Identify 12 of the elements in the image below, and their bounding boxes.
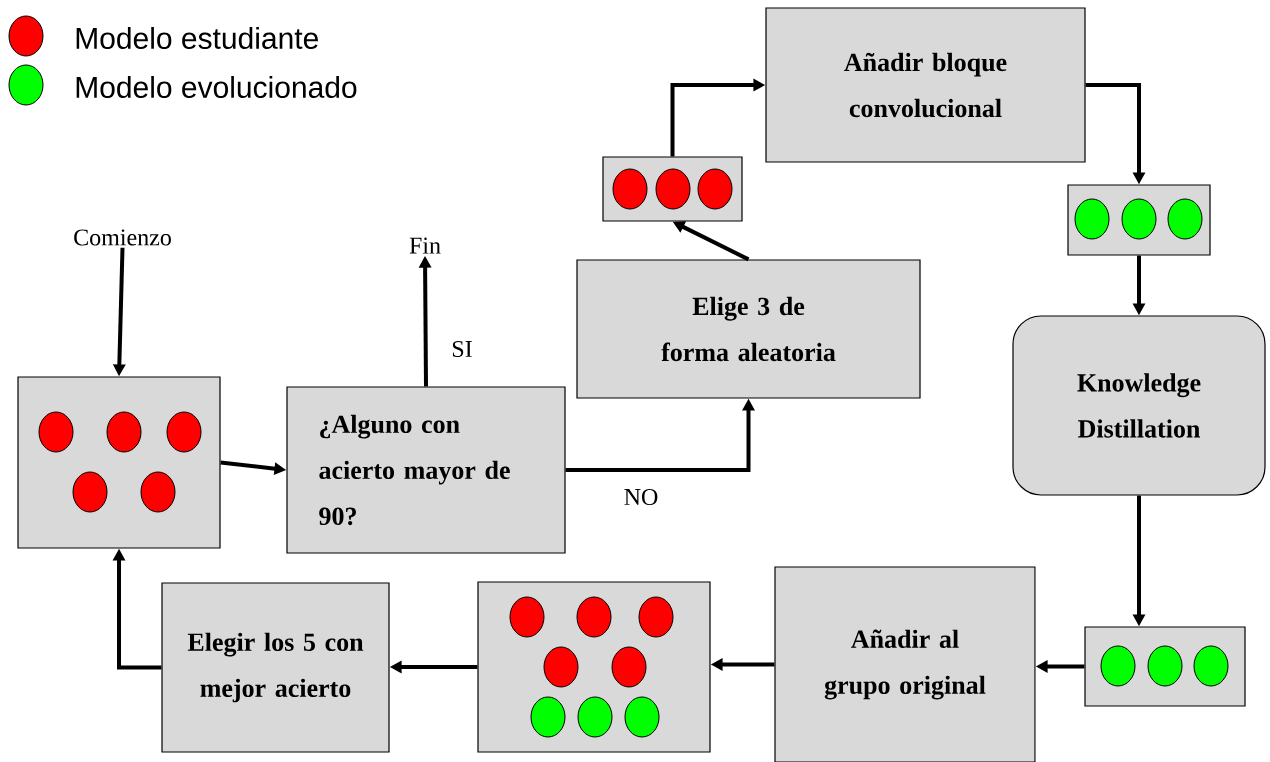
start-label: Comienzo bbox=[74, 229, 171, 246]
process-box: ¿Alguno con acierto mayor de 90? bbox=[286, 386, 566, 554]
edge-label: SI bbox=[450, 339, 474, 359]
process-box: Elige 3 de forma aleatoria bbox=[576, 259, 921, 399]
legend-label: Modelo evolucionado bbox=[76, 76, 357, 98]
process-box: Añadir bloque convolucional bbox=[765, 7, 1086, 163]
process-box: Elegir los 5 con mejor acierto bbox=[161, 582, 390, 753]
end-label: Fin bbox=[409, 237, 441, 254]
edge-label: NO bbox=[622, 487, 660, 507]
process-box: Añadir al grupo original bbox=[774, 566, 1036, 762]
process-rounded-box: Knowledge Distillation bbox=[1012, 315, 1266, 496]
legend-label: Modelo estudiante bbox=[76, 27, 318, 49]
